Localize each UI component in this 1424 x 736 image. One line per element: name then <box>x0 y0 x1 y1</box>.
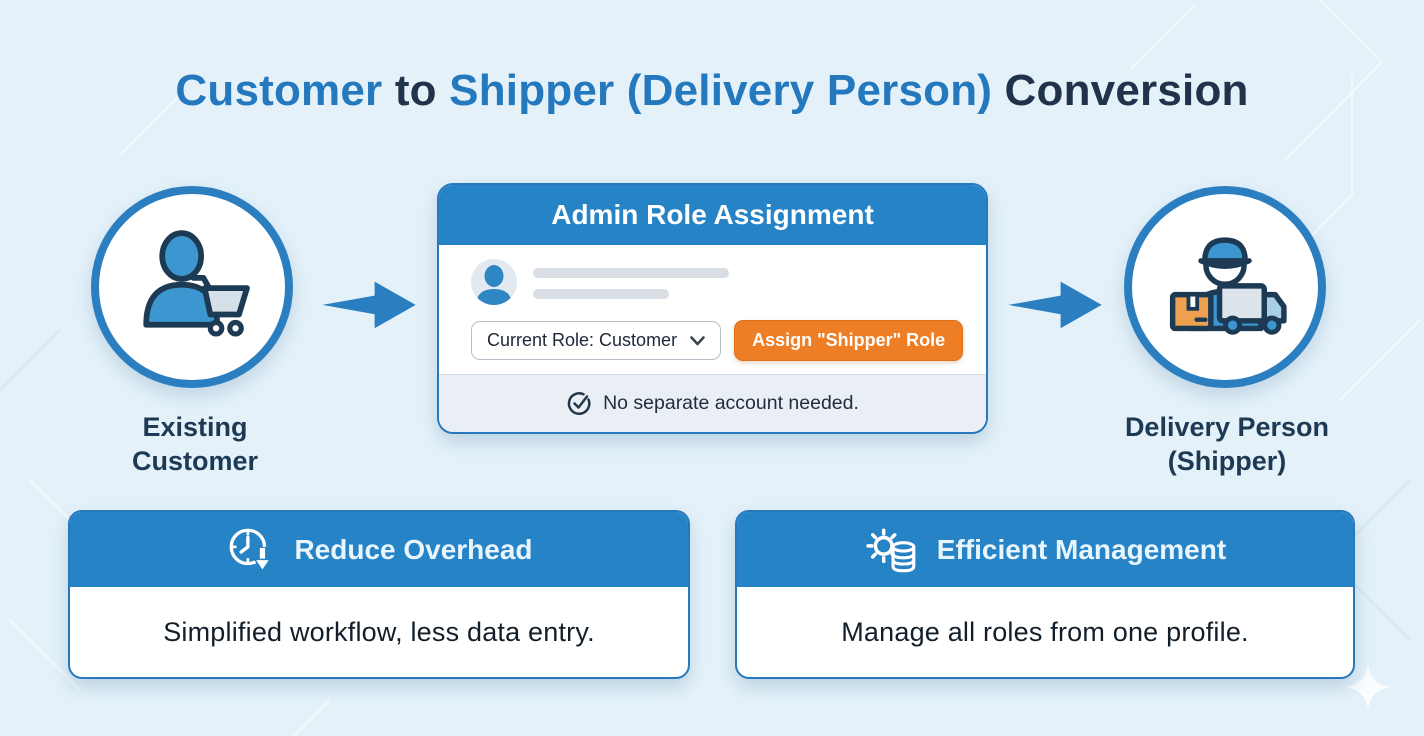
reduce-overhead-description: Simplified workflow, less data entry. <box>163 616 595 647</box>
existing-customer-figure <box>91 186 293 388</box>
efficient-management-description: Manage all roles from one profile. <box>841 616 1249 647</box>
current-role-value: Current Role: Customer <box>487 330 678 350</box>
admin-card-header: Admin Role Assignment <box>439 185 986 245</box>
title-part-to: to <box>382 66 450 115</box>
gear-database-icon <box>866 528 916 572</box>
arrow-right-icon <box>1008 281 1102 329</box>
admin-card-body: Current Role: Customer Assign "Shipper" … <box>439 245 986 374</box>
arrow-right-icon <box>322 281 416 329</box>
delivery-person-label-line1: Delivery Person <box>1124 412 1330 442</box>
title-part-shipper: Shipper (Delivery Person) <box>449 66 993 115</box>
reduce-overhead-header: Reduce Overhead <box>70 512 688 587</box>
no-separate-account-note: No separate account needed. <box>603 392 859 414</box>
skeleton-line <box>533 288 669 299</box>
efficient-management-title: Efficient Management <box>936 533 1227 565</box>
customer-cart-icon <box>143 230 250 337</box>
delivery-person-figure <box>1124 186 1326 388</box>
efficient-management-card: Efficient Management Manage all roles fr… <box>735 510 1355 679</box>
title-part-conversion: Conversion <box>992 66 1249 115</box>
reduce-overhead-card: Reduce Overhead Simplified workflow, les… <box>68 510 690 679</box>
admin-role-assignment-card: Admin Role Assignment Current Role <box>437 183 988 434</box>
efficient-management-header: Efficient Management <box>737 512 1353 587</box>
check-circle-icon <box>567 392 591 415</box>
clock-down-icon <box>230 528 273 572</box>
existing-customer-label-line1: Existing <box>142 412 248 442</box>
existing-customer-label-line2: Customer <box>131 446 259 476</box>
user-avatar-icon <box>471 259 517 305</box>
current-role-dropdown[interactable]: Current Role: Customer <box>471 321 722 360</box>
role-controls-row: Current Role: Customer Assign "Shipper" … <box>471 320 964 361</box>
reduce-overhead-title: Reduce Overhead <box>294 533 533 565</box>
delivery-person-truck-icon <box>1169 237 1287 335</box>
existing-customer-label: Existing Customer <box>45 410 345 478</box>
chevron-down-icon <box>690 335 705 345</box>
delivery-person-label-line2: (Shipper) <box>1167 446 1287 476</box>
assign-shipper-role-button[interactable]: Assign "Shipper" Role <box>734 320 964 361</box>
skeleton-line <box>533 267 729 278</box>
profile-skeleton-lines <box>533 266 729 299</box>
page-title: Customer to Shipper (Delivery Person) Co… <box>0 66 1424 116</box>
delivery-person-label: Delivery Person (Shipper) <box>1057 410 1397 478</box>
profile-row <box>471 259 954 305</box>
title-part-customer: Customer <box>175 66 383 115</box>
admin-card-footer: No separate account needed. <box>439 374 986 432</box>
